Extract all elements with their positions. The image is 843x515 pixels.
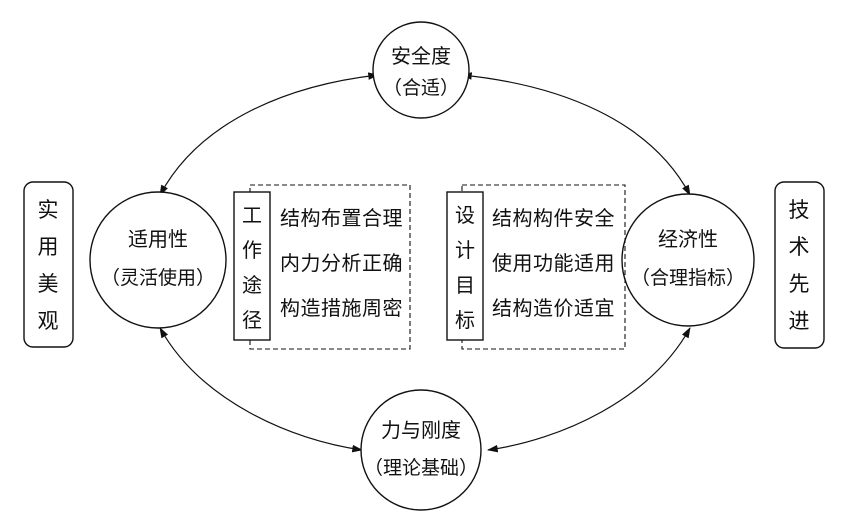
side-box-practical-beauty: 实 用 美 观 bbox=[23, 181, 74, 348]
node-economy-title: 经济性 bbox=[658, 227, 718, 251]
side-left-char-3: 美 bbox=[38, 272, 59, 296]
goal-item-2: 使用功能适用 bbox=[492, 251, 615, 275]
side-left-char-2: 用 bbox=[38, 235, 59, 259]
goal-item-1: 结构构件安全 bbox=[492, 206, 615, 230]
work-item-3: 构造措施周密 bbox=[280, 296, 403, 320]
side-right-char-3: 先 bbox=[789, 272, 810, 296]
work-label-char-4: 径 bbox=[242, 308, 262, 332]
node-strength: 力与刚度 （理论基础） bbox=[360, 389, 482, 511]
node-applicability: 适用性 （灵活使用） bbox=[89, 191, 227, 329]
arc-left-to-bottom bbox=[159, 327, 364, 453]
side-right-char-4: 进 bbox=[789, 309, 810, 333]
side-right-char-1: 技 bbox=[789, 198, 810, 222]
panel-design-goal: 设 计 目 标 结构构件安全 使用功能适用 结构造价适宜 bbox=[446, 184, 626, 350]
node-safety: 安全度 （合适） bbox=[372, 21, 470, 119]
work-item-1: 结构布置合理 bbox=[280, 206, 403, 230]
node-applicability-title: 适用性 bbox=[128, 227, 188, 251]
work-label-char-1: 工 bbox=[242, 203, 262, 227]
arc-left-to-top bbox=[159, 72, 380, 196]
goal-label-char-3: 目 bbox=[455, 273, 475, 297]
node-safety-subtitle: （合适） bbox=[383, 77, 459, 99]
work-item-2: 内力分析正确 bbox=[280, 251, 403, 275]
side-left-char-1: 实 bbox=[38, 198, 59, 222]
goal-label-char-4: 标 bbox=[455, 308, 475, 332]
node-economy: 经济性 （合理指标） bbox=[621, 193, 755, 327]
goal-item-3: 结构造价适宜 bbox=[492, 296, 615, 320]
node-economy-subtitle: （合理指标） bbox=[631, 267, 745, 289]
side-left-char-4: 观 bbox=[38, 309, 59, 333]
goal-label-char-2: 计 bbox=[455, 238, 475, 262]
panel-work-approach: 工 作 途 径 结构布置合理 内力分析正确 构造措施周密 bbox=[233, 184, 411, 350]
work-label-char-2: 作 bbox=[242, 238, 262, 262]
side-right-char-2: 术 bbox=[789, 235, 810, 259]
arc-top-to-right bbox=[460, 72, 691, 196]
node-applicability-subtitle: （灵活使用） bbox=[101, 267, 215, 289]
node-strength-subtitle: （理论基础） bbox=[364, 457, 478, 479]
goal-label-char-1: 设 bbox=[455, 203, 475, 227]
arc-bottom-to-right bbox=[486, 327, 691, 453]
node-safety-title: 安全度 bbox=[391, 44, 451, 68]
work-label-char-3: 途 bbox=[242, 273, 262, 297]
node-strength-title: 力与刚度 bbox=[381, 418, 461, 442]
side-box-advanced-tech: 技 术 先 进 bbox=[774, 181, 825, 349]
